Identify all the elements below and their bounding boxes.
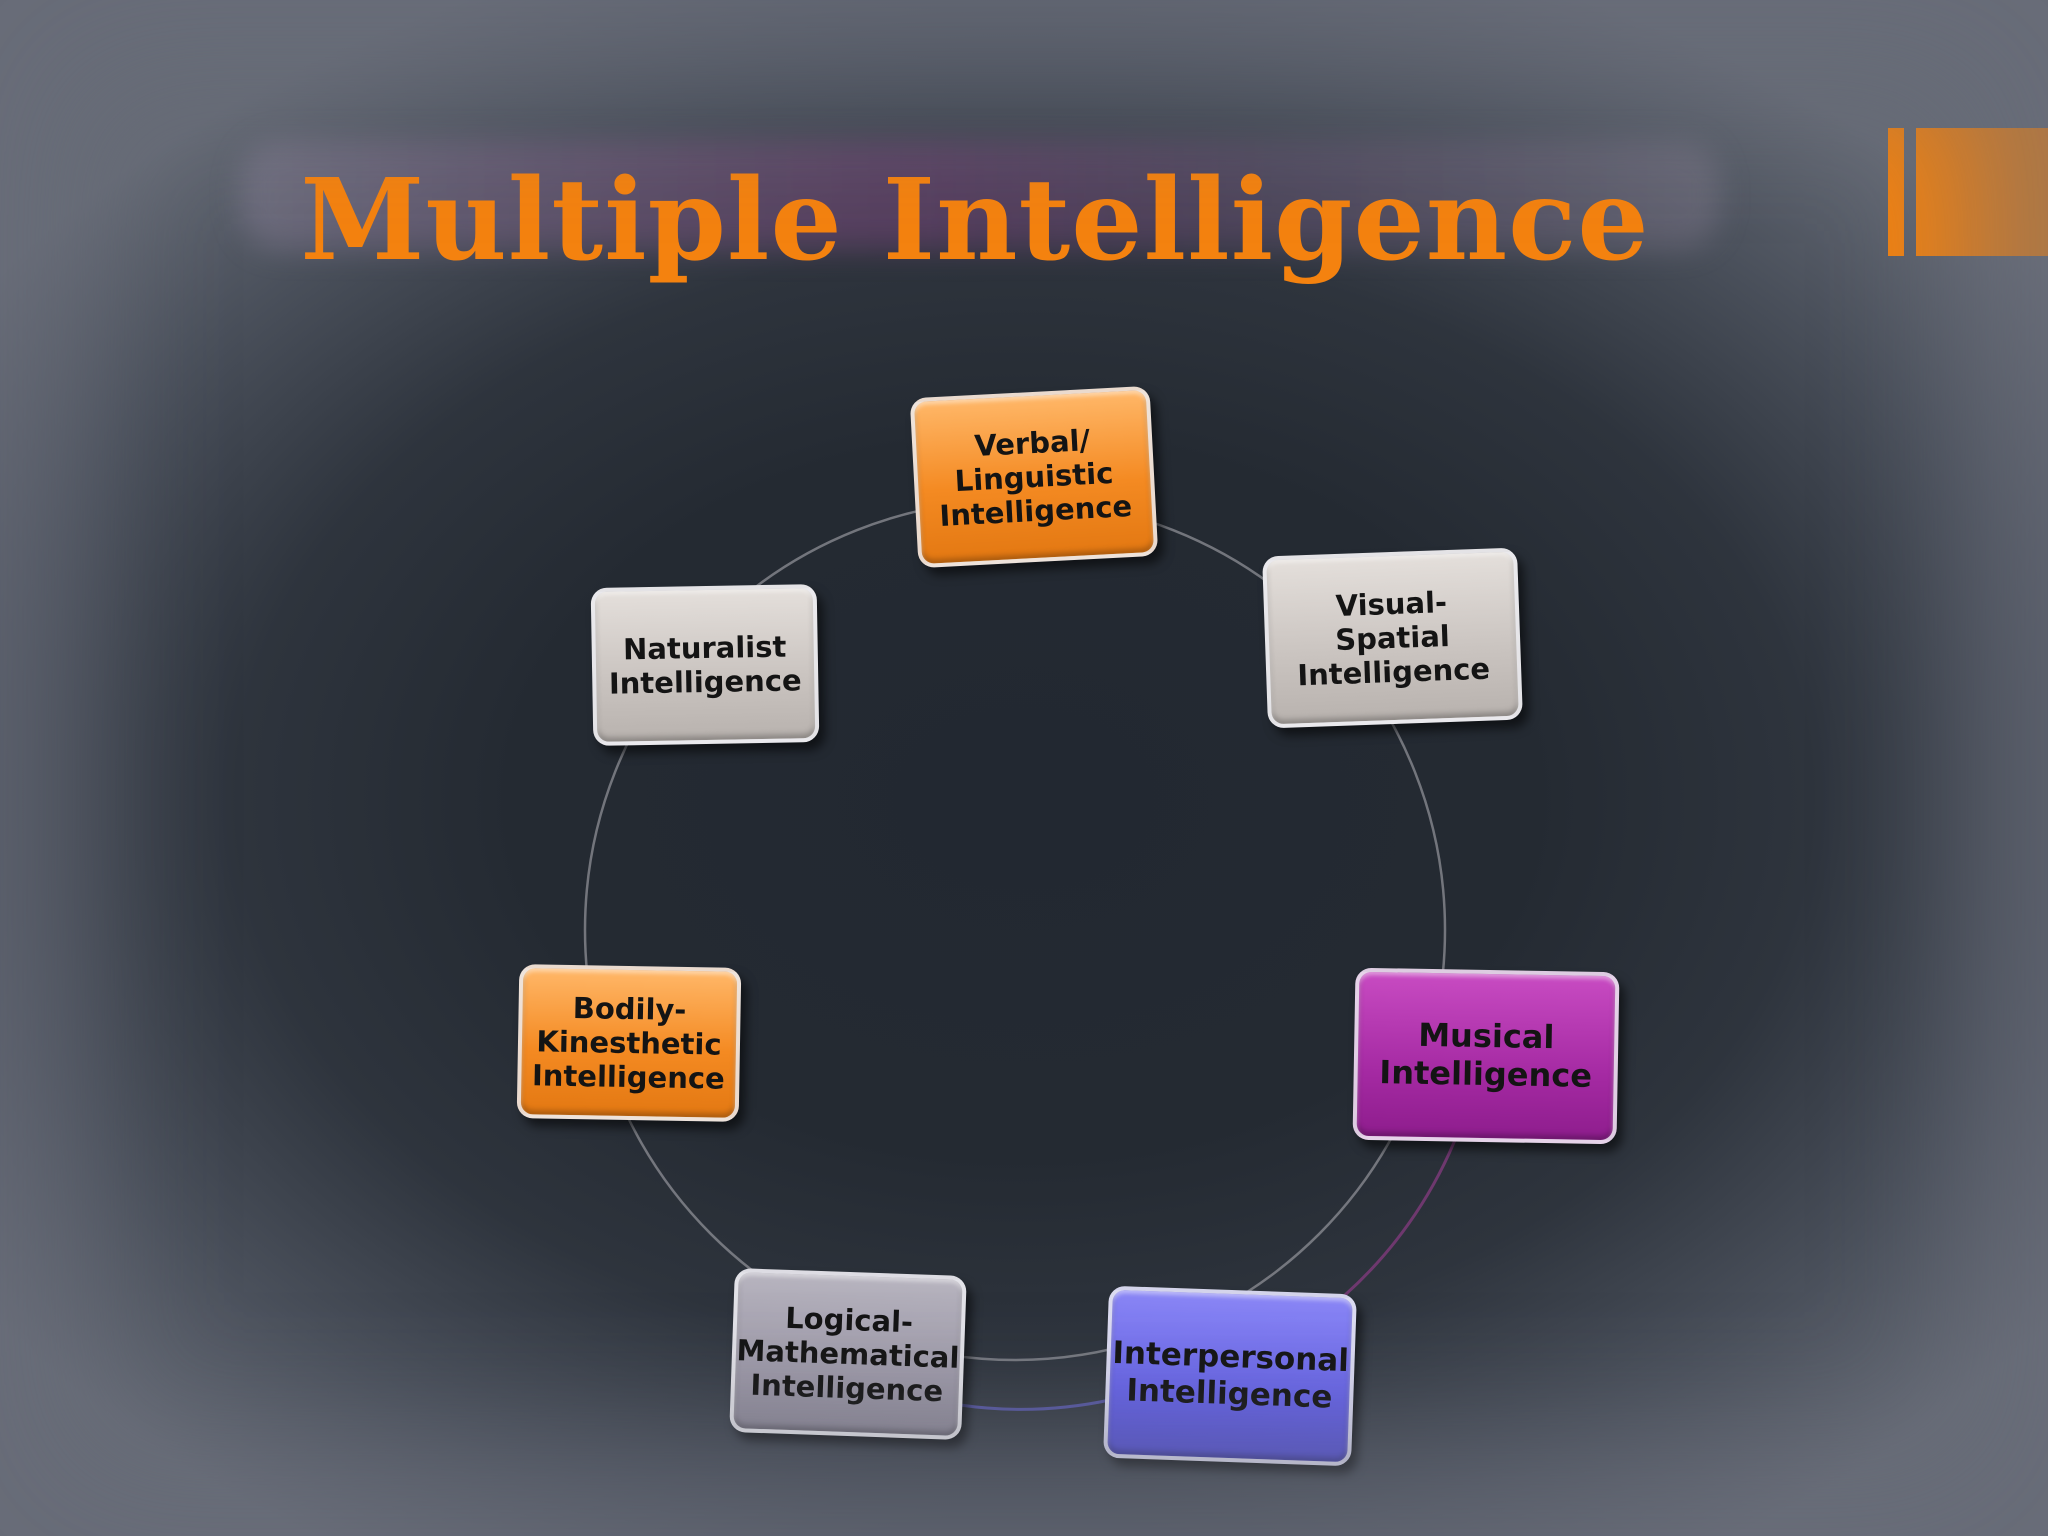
node-visual-spatial: Visual- Spatial Intelligence: [1262, 547, 1523, 729]
accent-thin-bar: [1888, 128, 1904, 256]
corner-accent-bars: [1888, 128, 2048, 256]
node-logical-mathematical: Logical- Mathematical Intelligence: [729, 1268, 967, 1440]
node-naturalist: Naturalist Intelligence: [590, 584, 820, 746]
slide-title: Multiple Intelligence: [300, 155, 1650, 286]
cycle-arc-musical-interpersonal: [1343, 1139, 1457, 1297]
node-musical: Musical Intelligence: [1352, 967, 1620, 1145]
cycle-arc-interpersonal-logical: [959, 1398, 1111, 1411]
node-bodily-kinesthetic: Bodily- Kinesthetic Intelligence: [516, 964, 742, 1122]
accent-thick-bar: [1916, 128, 2048, 256]
node-verbal-linguistic: Verbal/ Linguistic Intelligence: [909, 385, 1159, 569]
node-interpersonal: Interpersonal Intelligence: [1103, 1285, 1357, 1467]
title-glow-band: [240, 140, 1720, 250]
